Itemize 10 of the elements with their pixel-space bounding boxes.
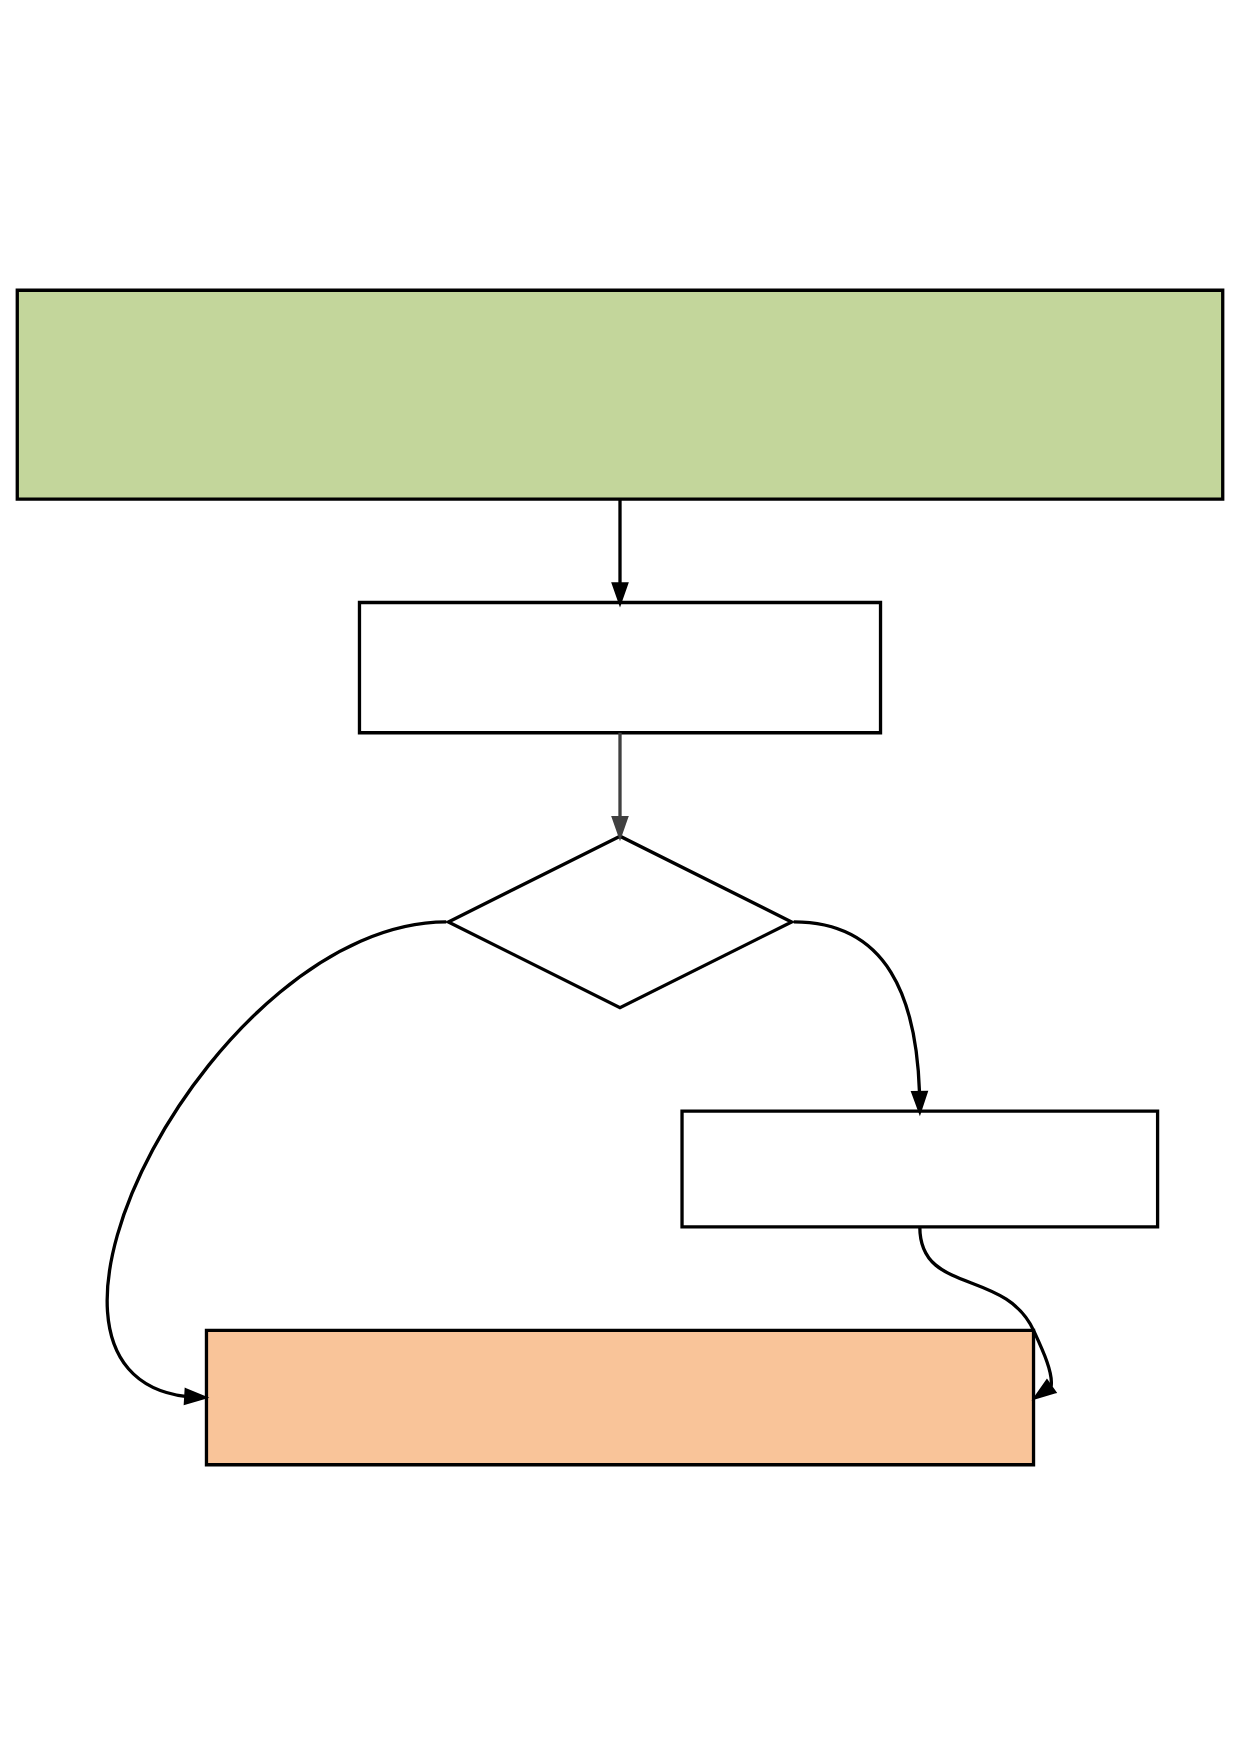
arrow <box>793 919 928 1116</box>
arrow <box>610 732 629 841</box>
node-diamond <box>444 833 795 1010</box>
node-box <box>15 288 1224 501</box>
arrow <box>610 498 629 607</box>
arrow <box>917 1226 1057 1400</box>
node-box <box>204 1328 1035 1466</box>
node-box <box>679 1109 1159 1229</box>
arrow <box>105 919 447 1405</box>
node-box <box>357 600 882 734</box>
